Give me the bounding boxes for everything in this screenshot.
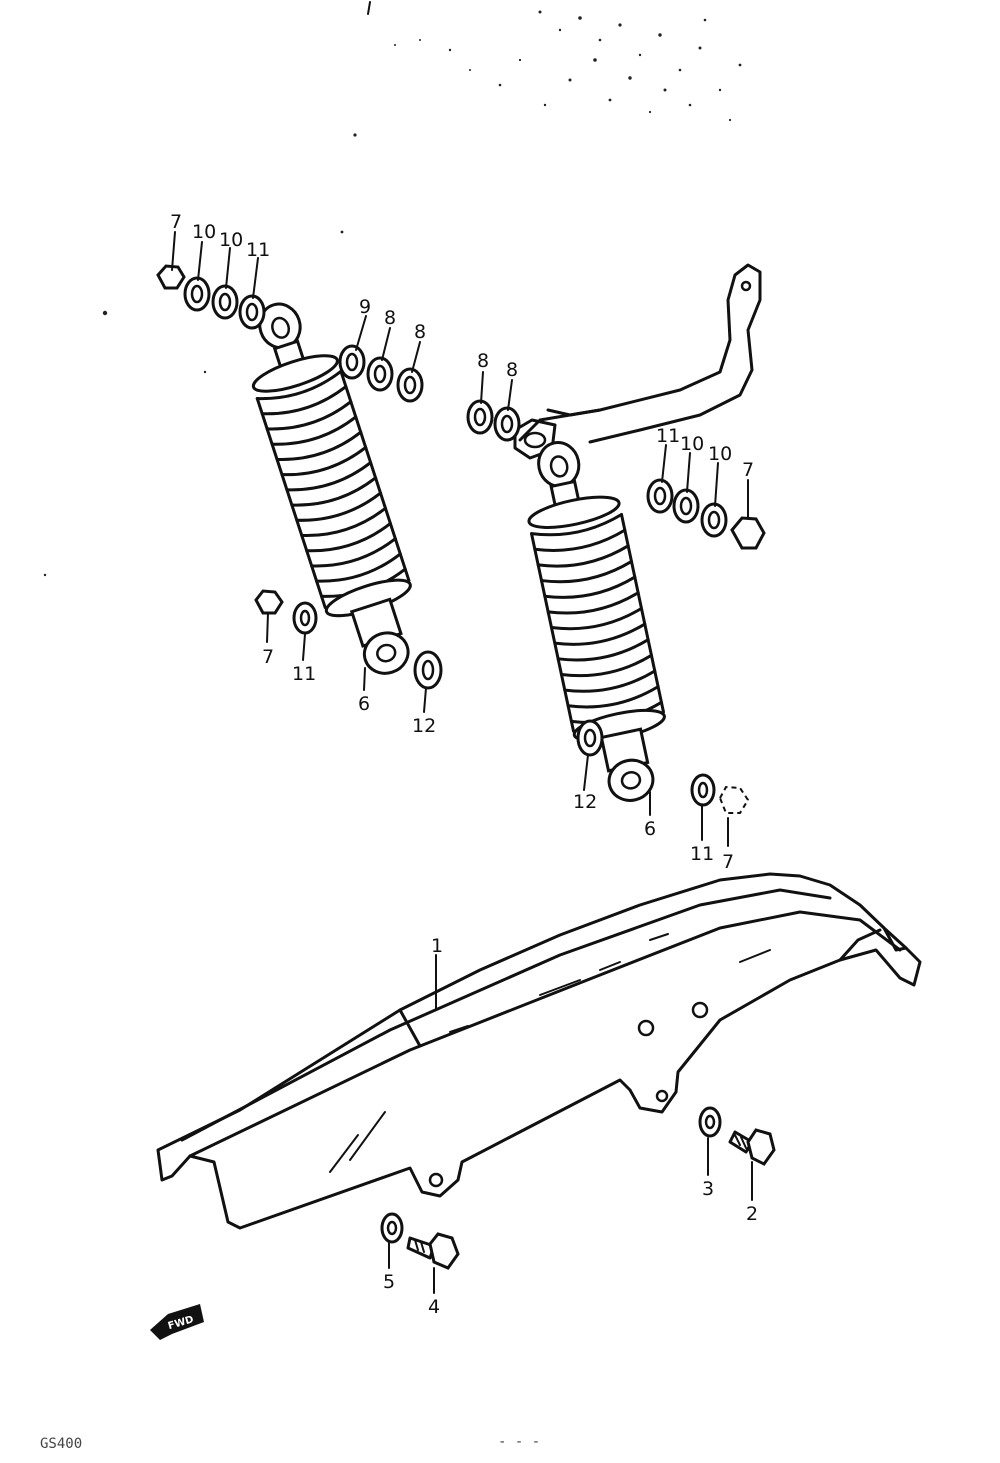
callout-label: 1 xyxy=(431,935,443,957)
callout-label: 12 xyxy=(573,791,597,813)
callout-label: 12 xyxy=(412,715,436,737)
washer-icon xyxy=(413,650,443,690)
left-shock-absorber xyxy=(251,302,412,675)
model-code: GS400 xyxy=(40,1436,82,1452)
washer-icon xyxy=(698,1106,722,1138)
callout-label: 7 xyxy=(170,211,182,233)
callout-label: 3 xyxy=(702,1178,714,1200)
callout-label: 11 xyxy=(690,843,714,865)
mounting-bracket xyxy=(513,263,762,460)
callout-label: 6 xyxy=(644,818,656,840)
washer-icon xyxy=(690,773,716,807)
washer-icon xyxy=(396,367,424,403)
page-marker: - - - xyxy=(498,1434,540,1450)
left-top-hardware xyxy=(156,264,266,330)
callout-label: 9 xyxy=(359,296,371,318)
callout-label: 5 xyxy=(383,1271,395,1293)
washer-icon xyxy=(493,406,521,442)
bolt-icon xyxy=(746,1128,776,1166)
callout-label: 2 xyxy=(746,1203,758,1225)
callout-label: 11 xyxy=(656,425,680,447)
washer-icon xyxy=(672,488,700,524)
washer-icon xyxy=(238,294,266,330)
forward-arrow-icon: FWD xyxy=(150,1304,204,1340)
washer-icon xyxy=(466,399,494,435)
bolt-icon xyxy=(428,1232,460,1270)
washer-icon xyxy=(338,344,366,380)
callout-label: 6 xyxy=(358,693,370,715)
callout-label: 4 xyxy=(428,1296,440,1318)
callout-label: 11 xyxy=(292,663,316,685)
callout-label: 8 xyxy=(477,350,489,372)
scan-mark xyxy=(367,1,371,15)
callout-label: 10 xyxy=(219,229,243,251)
washer-icon xyxy=(211,284,239,320)
scan-noise xyxy=(43,10,742,577)
callout-label: 10 xyxy=(708,443,732,465)
callout-label: 7 xyxy=(742,459,754,481)
nut-icon xyxy=(718,785,750,814)
right-shock-absorber xyxy=(527,441,666,802)
washer-icon xyxy=(646,478,674,514)
nut-icon xyxy=(156,264,186,290)
callout-labels: 7 10 10 11 9 8 8 8 8 7 11 6 12 11 10 10 … xyxy=(170,211,758,1318)
washer-icon xyxy=(576,719,604,757)
callout-label: 10 xyxy=(680,433,704,455)
right-spring-coils xyxy=(530,512,665,733)
right-top-hardware xyxy=(646,478,766,550)
nut-icon xyxy=(254,589,284,615)
washer-icon xyxy=(366,356,394,392)
callout-label: 10 xyxy=(192,221,216,243)
washer-icon xyxy=(292,601,318,635)
washer-icon xyxy=(380,1212,404,1244)
chain-case xyxy=(156,872,922,1230)
callout-label: 8 xyxy=(414,321,426,343)
washer-icon xyxy=(700,502,728,538)
left-side-washers xyxy=(338,344,424,403)
left-spring-coils xyxy=(255,369,411,610)
right-top-washers xyxy=(466,399,521,442)
bolt-4-assembly xyxy=(380,1212,460,1270)
washer-icon xyxy=(183,276,211,312)
right-bottom-hardware xyxy=(576,719,750,814)
callout-label: 8 xyxy=(506,359,518,381)
bolt-2-assembly xyxy=(698,1106,776,1166)
leader-lines xyxy=(171,231,753,1294)
callout-label: 7 xyxy=(262,646,274,668)
callout-label: 7 xyxy=(722,851,734,873)
callout-label: 11 xyxy=(246,239,270,261)
callout-label: 8 xyxy=(384,307,396,329)
left-bottom-hardware xyxy=(254,589,443,690)
nut-icon xyxy=(730,516,766,550)
